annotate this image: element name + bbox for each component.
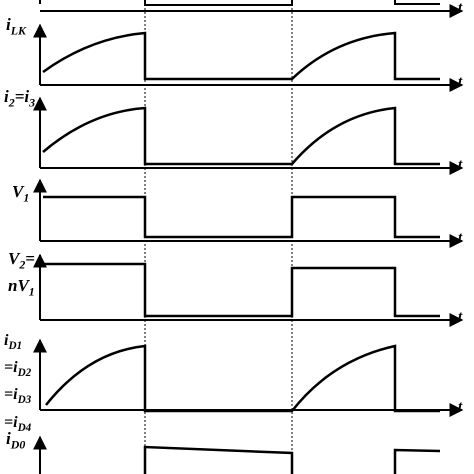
label-id0: iD0 xyxy=(6,429,26,452)
time-label-id1: t xyxy=(458,399,463,415)
waveform xyxy=(45,344,440,413)
time-label-top: t xyxy=(458,0,463,16)
waveform xyxy=(43,262,440,318)
panel-id1 xyxy=(33,338,464,417)
label-ilk: iLK xyxy=(6,15,26,38)
panel-v2 xyxy=(33,253,464,327)
waveform xyxy=(42,31,440,81)
panel-i2-i3 xyxy=(33,96,464,175)
panel-v1 xyxy=(33,178,464,248)
time-label-i2-i3: t xyxy=(458,157,463,173)
waveform xyxy=(39,0,440,6)
time-label-v1: t xyxy=(458,230,463,246)
time-label-ilk: t xyxy=(458,74,463,90)
waveform xyxy=(43,195,440,239)
panel-top xyxy=(39,0,464,18)
label-v2: V2= nV1 xyxy=(8,249,35,299)
panel-id0 xyxy=(33,435,441,474)
label-id1: iD1 =iD2 =iD3 =iD4 xyxy=(4,332,32,434)
label-i2-i3: i2=i3 xyxy=(4,87,36,110)
label-v1: V1 xyxy=(12,182,30,205)
panel-ilk xyxy=(33,23,464,92)
waveform xyxy=(143,445,441,474)
waveform xyxy=(42,106,440,166)
time-label-v2: t xyxy=(458,309,463,325)
